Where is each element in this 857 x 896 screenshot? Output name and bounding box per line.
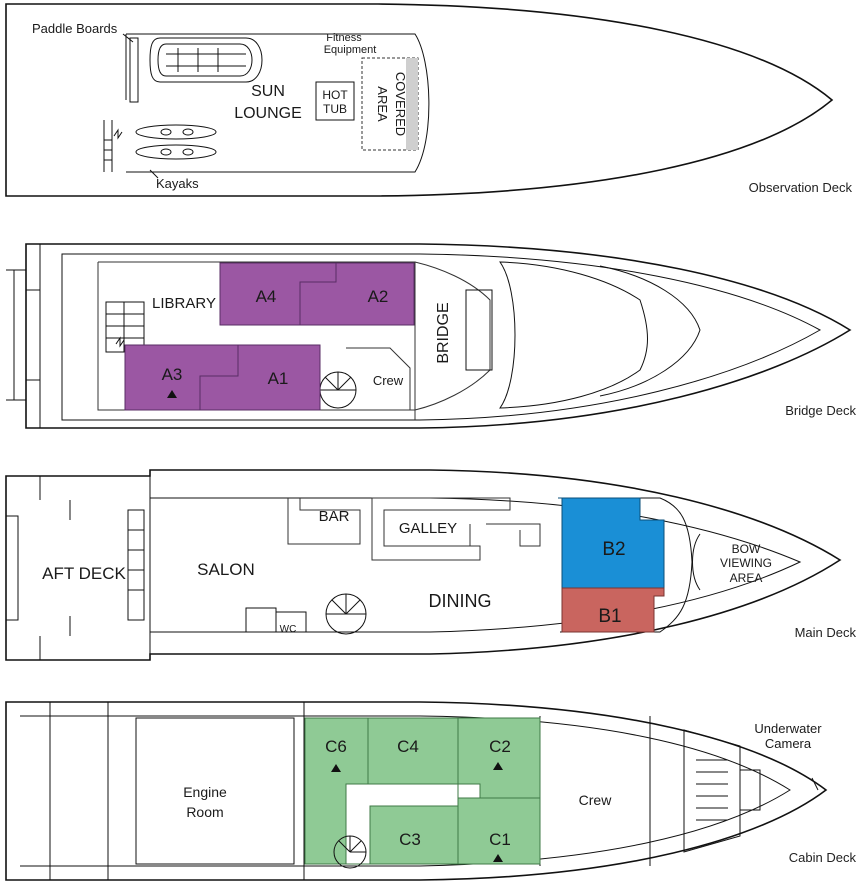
cabin-deck-name: Cabin Deck — [789, 850, 857, 865]
sun-lounge-label-1: SUN — [251, 83, 285, 100]
paddle-boards-leader — [122, 33, 134, 43]
cabin-corridor — [345, 783, 481, 865]
aft-stairs — [127, 509, 145, 621]
bar-counter — [287, 498, 361, 545]
bow-viewing-label-1: BOW — [732, 542, 761, 556]
cabin-C6-label: C6 — [325, 737, 347, 756]
cabin-B1[interactable] — [561, 587, 665, 633]
wc-room — [275, 611, 307, 633]
paddle-boards-label: Paddle Boards — [32, 21, 118, 36]
observation-deck: Paddle Boards Fitness Equipment SUN LOUN… — [5, 3, 853, 197]
cabin-B2-label: B2 — [602, 539, 625, 560]
cabin-B2[interactable] — [558, 497, 665, 589]
cabin-A3-label: A3 — [162, 365, 183, 384]
underwater-camera-label-2: Camera — [765, 736, 812, 751]
engine-room — [135, 717, 295, 865]
observation-deck-rail — [126, 33, 430, 173]
sun-lounge-label-2: LOUNGE — [234, 105, 302, 122]
kayaks-leader — [149, 169, 159, 179]
cabin-C2-triangle-icon — [493, 762, 503, 770]
bridge-deck-inner-hull — [61, 253, 822, 421]
observation-deck-name: Observation Deck — [749, 180, 853, 195]
cabin-C1[interactable] — [457, 797, 541, 865]
observation-deck-hull — [5, 3, 834, 197]
kayaks-label: Kayaks — [156, 176, 199, 191]
cabin-C4-label: C4 — [397, 737, 419, 756]
cabin-deck-crew-label: Crew — [579, 792, 613, 808]
engine-room-label-2: Room — [186, 804, 223, 820]
spiral-stair-icon — [319, 371, 357, 409]
galley-counter — [371, 497, 511, 561]
hot-tub-label-2: TUB — [323, 102, 347, 116]
cabin-A2-label: A2 — [368, 287, 389, 306]
hot-tub-label-1: HOT — [322, 88, 348, 102]
cabin-B1-label: B1 — [598, 606, 621, 627]
wc-room — [245, 607, 277, 633]
main-bow-inner — [560, 497, 693, 633]
bridge-console — [414, 261, 491, 411]
bridge-deck-hull — [25, 243, 852, 429]
bow-viewing-window — [692, 533, 701, 591]
aft-deck-rail — [39, 476, 71, 660]
bridge-windscreen — [499, 261, 648, 409]
covered-area-shade — [406, 58, 418, 150]
dining-label: DINING — [429, 591, 492, 611]
galley-label: GALLEY — [399, 520, 457, 537]
main-deck-hull — [5, 469, 842, 661]
bar-label: BAR — [319, 508, 350, 525]
main-deck: B2 B1 AFT DECK SALON BAR GALLEY DINING W… — [5, 469, 857, 661]
bridge-label: BRIDGE — [435, 302, 452, 363]
cabin-A4-label: A4 — [256, 287, 277, 306]
salon-label: SALON — [197, 560, 255, 579]
cabin-A2[interactable] — [299, 262, 415, 326]
wc-label: WC — [280, 624, 297, 635]
cabin-A1-label: A1 — [268, 369, 289, 388]
cabin-spiral-stair-icon — [333, 835, 367, 869]
paddle-board-rack — [129, 37, 139, 103]
underwater-camera-label-1: Underwater — [754, 721, 822, 736]
fitness-label-2: Equipment — [324, 44, 377, 56]
main-deck-name: Main Deck — [795, 625, 857, 640]
cabin-deck-hull — [5, 701, 828, 881]
aft-deck-label: AFT DECK — [42, 564, 126, 583]
covered-area-label-2: AREA — [375, 86, 390, 122]
cabin-deck: C6 C4 C2 C3 C1 Engine Room Crew Underwat… — [5, 701, 857, 881]
kayak-icon — [135, 124, 217, 160]
cabin-C3-label: C3 — [399, 830, 421, 849]
hot-tub — [315, 81, 355, 121]
cabin-A3-triangle-icon — [167, 390, 177, 398]
crew-area-wall — [346, 347, 411, 410]
bridge-deck-name: Bridge Deck — [785, 403, 856, 418]
cabin-C1-label: C1 — [489, 830, 511, 849]
bow-viewing-label-3: AREA — [730, 571, 763, 585]
bridge-crew-label: Crew — [373, 373, 404, 388]
crew-stairs-icon — [683, 729, 761, 853]
covered-area-label-1: COVERED — [393, 72, 408, 136]
cabin-deck-inner-hull — [20, 715, 791, 867]
cabin-A1[interactable] — [199, 344, 321, 411]
bow-viewing-label-2: VIEWING — [720, 556, 772, 570]
cabin-C2-label: C2 — [489, 737, 511, 756]
main-spiral-stair-icon — [325, 593, 367, 635]
galley-counter-2 — [469, 523, 541, 547]
cabin-C1-triangle-icon — [493, 854, 503, 862]
observation-stairs-icon — [103, 120, 123, 172]
library-label: LIBRARY — [152, 295, 216, 312]
cabin-C6-triangle-icon — [331, 764, 341, 772]
fitness-label-1: Fitness — [326, 32, 362, 44]
aft-swim-platform — [5, 515, 19, 621]
bridge-deck: A4 A2 A3 A1 LIBRARY Crew BRIDGE Bridge D… — [6, 243, 856, 429]
tender-boat-icon — [149, 37, 263, 83]
bridge-foredeck-hatch — [599, 265, 701, 397]
underwater-camera-leader — [811, 777, 819, 791]
engine-room-label-1: Engine — [183, 784, 227, 800]
bridge-helm — [465, 289, 493, 371]
